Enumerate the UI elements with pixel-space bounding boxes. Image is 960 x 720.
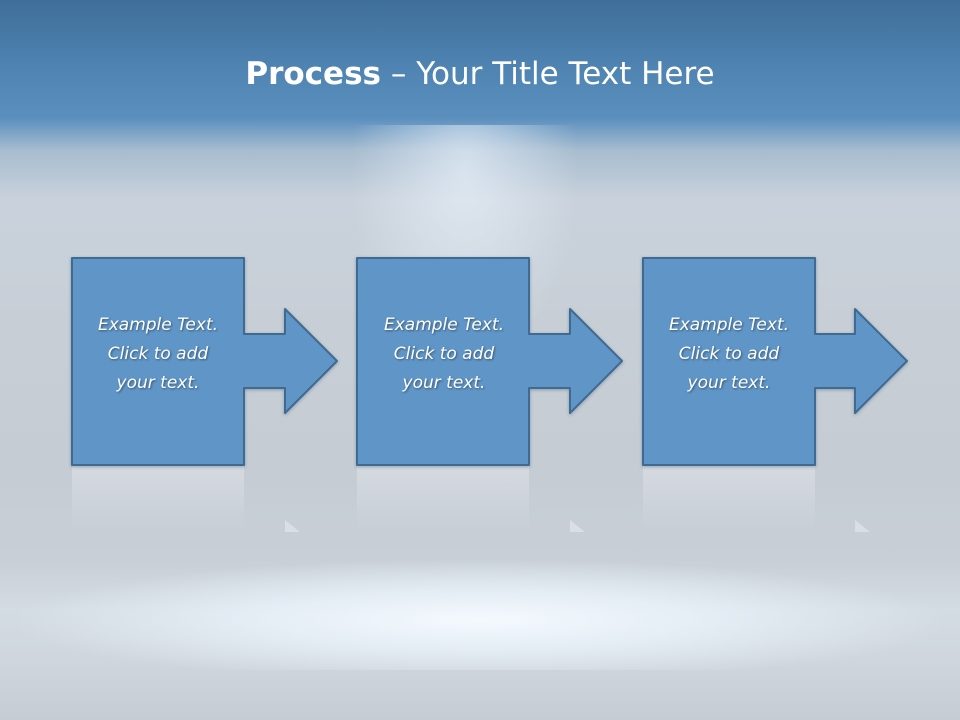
title-rest-part: – Your Title Text Here [381, 56, 715, 92]
slide-title[interactable]: Process – Your Title Text Here [0, 52, 960, 96]
step-shape-2[interactable] [356, 257, 623, 466]
background-floor-light [20, 560, 940, 670]
step-reflection-3 [643, 466, 870, 532]
step-2-line-3: your text. [402, 373, 486, 393]
step-shape-1[interactable] [71, 257, 338, 466]
step-2-line-1: Example Text. [383, 315, 505, 335]
step-text-3[interactable]: Example Text. Click to add your text. [643, 311, 815, 398]
step-shape-3[interactable] [642, 257, 908, 466]
step-3-line-1: Example Text. [668, 315, 790, 335]
title-bold-part: Process [245, 56, 381, 92]
step-text-2[interactable]: Example Text. Click to add your text. [358, 311, 530, 398]
step-2-line-2: Click to add [393, 344, 495, 364]
step-3-line-3: your text. [687, 373, 771, 393]
step-1-line-1: Example Text. [97, 315, 219, 335]
step-reflection-2 [357, 466, 585, 532]
step-1-line-2: Click to add [107, 344, 209, 364]
step-reflection-1 [72, 466, 300, 532]
step-1-line-3: your text. [116, 373, 200, 393]
step-text-1[interactable]: Example Text. Click to add your text. [72, 311, 244, 398]
step-3-line-2: Click to add [678, 344, 780, 364]
